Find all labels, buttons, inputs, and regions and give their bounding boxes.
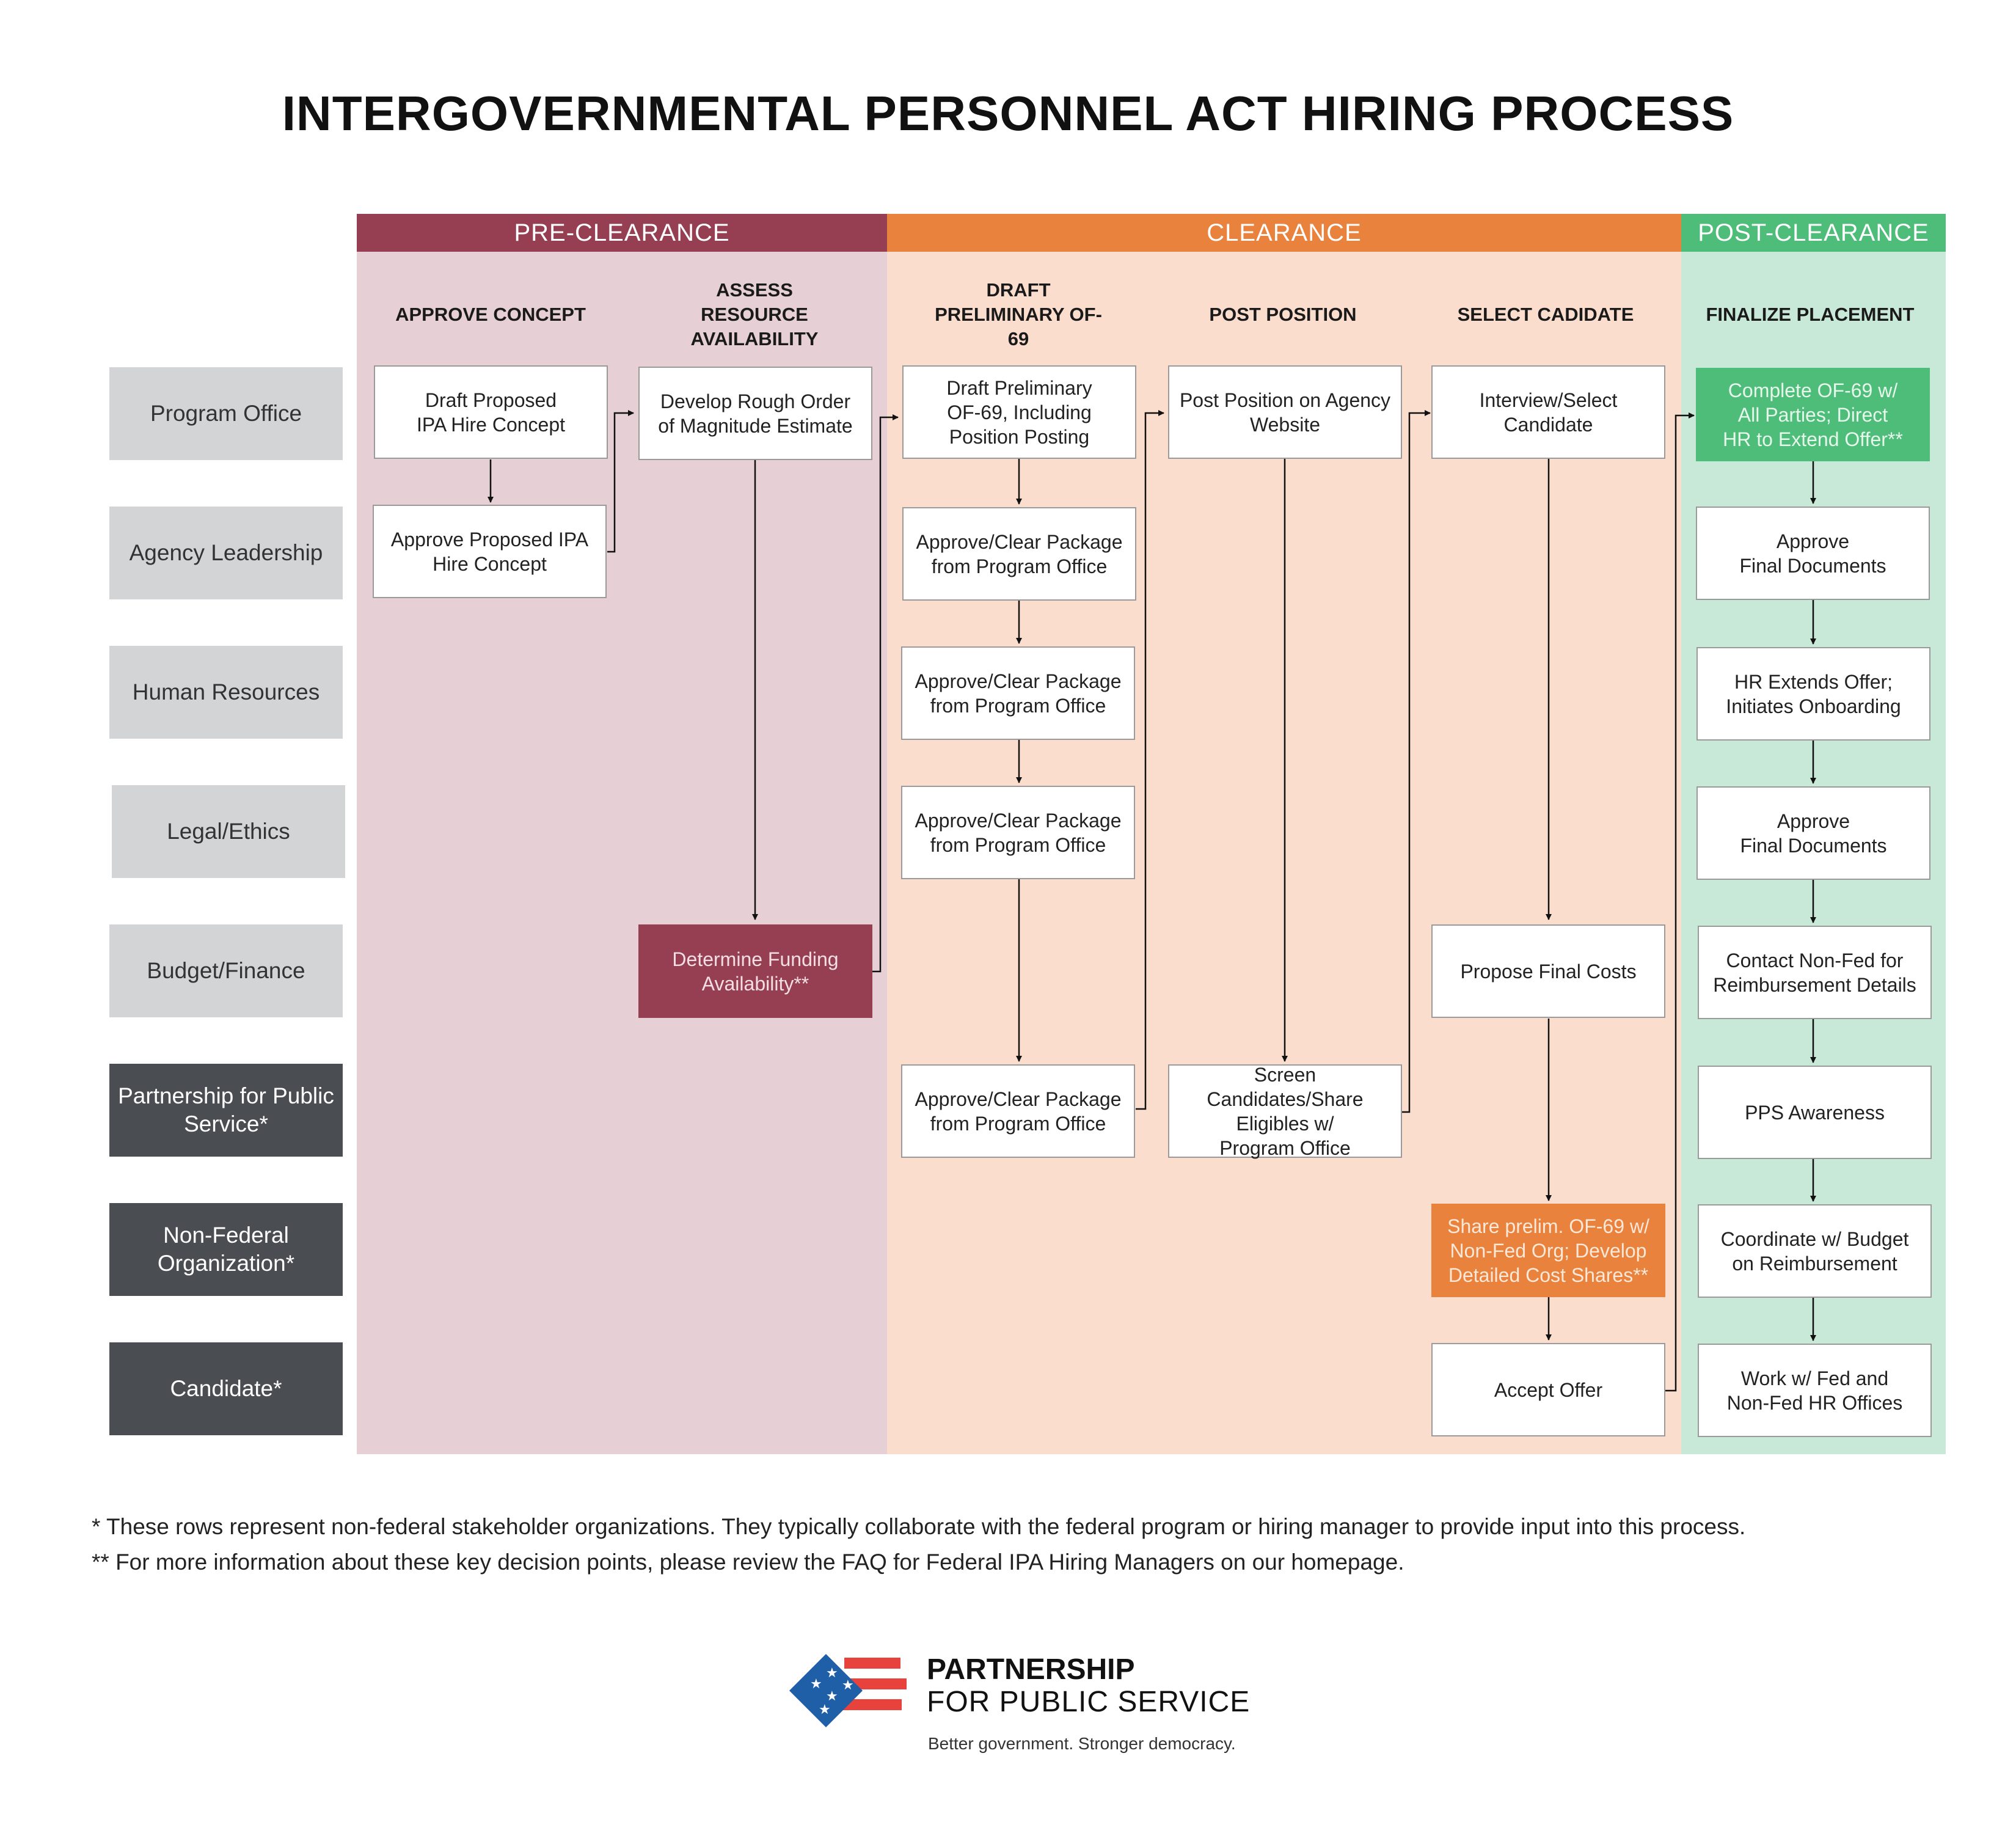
column-header-post-position: POST POSITION (1209, 304, 1357, 325)
step-approve-final-leadership: Approve Final Documents (1696, 507, 1930, 600)
step-rough-estimate: Develop Rough Order of Magnitude Estimat… (638, 367, 872, 460)
row-label-budget-finance: Budget/Finance (109, 924, 343, 1017)
svg-text:★: ★ (826, 1689, 838, 1704)
flag-logo-icon: ★ ★ ★ ★ ★ (789, 1654, 907, 1727)
svg-text:★: ★ (819, 1702, 831, 1718)
step-draft-concept: Draft Proposed IPA Hire Concept (374, 365, 608, 459)
logo-name-line1: PARTNERSHIP (927, 1653, 1135, 1686)
phase-header-post-clearance: POST-CLEARANCE (1681, 214, 1946, 252)
row-label-agency-leadership: Agency Leadership (109, 507, 343, 599)
row-label-human-resources: Human Resources (109, 646, 343, 739)
step-interview: Interview/Select Candidate (1431, 365, 1665, 459)
column-header-approve-concept: APPROVE CONCEPT (395, 304, 586, 325)
arrow-pps-to-post (1136, 410, 1164, 1110)
step-funding: Determine Funding Availability** (638, 924, 872, 1018)
svg-text:★: ★ (842, 1678, 854, 1693)
step-hr-extends-offer: HR Extends Offer; Initiates Onboarding (1696, 647, 1930, 741)
step-post-website: Post Position on Agency Website (1168, 365, 1402, 459)
arrow-accept-to-complete (1665, 412, 1695, 1392)
page-title: INTERGOVERNMENTAL PERSONNEL ACT HIRING P… (282, 86, 1734, 141)
footnote-single-asterisk: * These rows represent non-federal stake… (92, 1514, 1746, 1539)
svg-text:★: ★ (810, 1677, 822, 1692)
phase-header-clearance: CLEARANCE (887, 214, 1681, 252)
step-clear-pps: Approve/Clear Package from Program Offic… (901, 1064, 1135, 1158)
logo-name-line2: FOR PUBLIC SERVICE (927, 1686, 1251, 1718)
row-label-legal-ethics: Legal/Ethics (112, 785, 345, 878)
column-header-draft-of69: DRAFT PRELIMINARY OF-69 (935, 279, 1102, 349)
step-clear-legal: Approve/Clear Package from Program Offic… (901, 786, 1135, 879)
arrow-approve-to-estimate (607, 410, 634, 553)
row-label-candidate: Candidate* (109, 1342, 343, 1435)
column-header-select-candidate: SELECT CADIDATE (1457, 304, 1634, 325)
step-clear-hr: Approve/Clear Package from Program Offic… (901, 646, 1135, 740)
step-complete-of69: Complete OF-69 w/ All Parties; Direct HR… (1696, 368, 1930, 461)
arrow-screen-to-interview (1401, 410, 1431, 1113)
column-header-finalize-placement: FINALIZE PLACEMENT (1706, 304, 1915, 325)
arrow-funding-to-draft-of69 (872, 414, 899, 973)
row-label-non-federal: Non-Federal Organization* (109, 1203, 343, 1296)
phase-header-pre-clearance: PRE-CLEARANCE (357, 214, 887, 252)
step-approve-concept: Approve Proposed IPA Hire Concept (373, 505, 607, 598)
step-final-costs: Propose Final Costs (1431, 924, 1665, 1018)
step-coordinate-budget: Coordinate w/ Budget on Reimbursement (1698, 1204, 1932, 1298)
step-clear-leadership: Approve/Clear Package from Program Offic… (902, 507, 1136, 601)
step-work-hr-offices: Work w/ Fed and Non-Fed HR Offices (1698, 1344, 1932, 1437)
logo-tagline: Better government. Stronger democracy. (928, 1734, 1236, 1753)
row-label-partnership: Partnership for Public Service* (109, 1064, 343, 1157)
footnote-double-asterisk: ** For more information about these key … (92, 1549, 1404, 1575)
svg-text:★: ★ (826, 1666, 838, 1681)
step-approve-final-legal: Approve Final Documents (1696, 786, 1930, 880)
row-label-program-office: Program Office (109, 367, 343, 460)
step-screen-candidates: Screen Candidates/Share Eligibles w/ Pro… (1168, 1064, 1402, 1159)
step-draft-of69: Draft Preliminary OF-69, Including Posit… (902, 365, 1136, 459)
step-pps-awareness: PPS Awareness (1698, 1066, 1932, 1159)
step-accept-offer: Accept Offer (1431, 1343, 1665, 1436)
step-share-of69: Share prelim. OF-69 w/ Non-Fed Org; Deve… (1431, 1204, 1665, 1297)
step-contact-nonfed: Contact Non-Fed for Reimbursement Detail… (1698, 926, 1932, 1019)
